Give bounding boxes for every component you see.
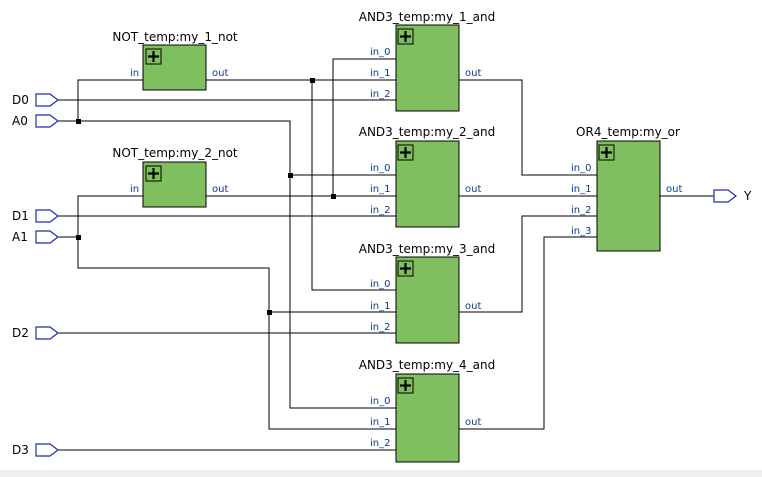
- pin-in2-label: in_2: [571, 205, 591, 216]
- junction-dot: [267, 310, 272, 315]
- block-not1[interactable]: NOT_temp:my_1_not in out: [112, 30, 238, 91]
- block-and4[interactable]: AND3_temp:my_4_and in_0 in_1 in_2 out: [359, 358, 496, 463]
- output-port-icon: [713, 189, 737, 203]
- input-port-d3[interactable]: D3: [12, 443, 59, 457]
- pin-in2-label: in_2: [370, 438, 390, 449]
- input-port-d2[interactable]: D2: [12, 326, 59, 340]
- block-title: NOT_temp:my_2_not: [112, 146, 238, 160]
- pin-in0-label: in_0: [370, 279, 390, 290]
- block-title: AND3_temp:my_3_and: [359, 242, 496, 256]
- bottom-scroll-strip: [0, 470, 762, 477]
- port-label: D2: [12, 326, 29, 340]
- pin-out-label: out: [465, 417, 481, 428]
- input-port-icon: [35, 93, 59, 107]
- block-title: OR4_temp:my_or: [576, 125, 680, 139]
- block-title: AND3_temp:my_1_and: [359, 10, 496, 24]
- wire-a1-and4: [268, 312, 396, 430]
- expand-plus-icon[interactable]: [598, 144, 615, 161]
- pin-in-label: in: [130, 184, 139, 195]
- input-port-a1[interactable]: A1: [12, 230, 59, 244]
- wires: [58, 58, 714, 451]
- input-port-a0[interactable]: A0: [12, 114, 59, 128]
- input-port-d1[interactable]: D1: [12, 209, 59, 223]
- pin-out-label: out: [666, 184, 682, 195]
- pin-in2-label: in_2: [370, 205, 390, 216]
- expand-plus-icon[interactable]: [145, 165, 162, 182]
- wire-not2-and1: [332, 58, 396, 196]
- input-port-icon: [35, 326, 59, 340]
- port-label: A1: [12, 230, 28, 244]
- pin-in0-label: in_0: [370, 396, 390, 407]
- pin-in0-label: in_0: [571, 163, 591, 174]
- port-label: Y: [743, 189, 752, 203]
- input-port-d0[interactable]: D0: [12, 93, 59, 107]
- block-and3[interactable]: AND3_temp:my_3_and in_0 in_1 in_2 out: [359, 242, 496, 344]
- pin-in3-label: in_3: [571, 226, 591, 237]
- block-title: NOT_temp:my_1_not: [112, 30, 238, 44]
- input-port-icon: [35, 209, 59, 223]
- output-port-y[interactable]: Y: [713, 189, 752, 203]
- port-label: D1: [12, 209, 29, 223]
- pin-in1-label: in_1: [370, 184, 390, 195]
- junction-dot: [76, 235, 81, 240]
- pin-in0-label: in_0: [370, 47, 390, 58]
- expand-plus-icon[interactable]: [397, 144, 414, 161]
- wire-a0-and4: [289, 175, 396, 409]
- block-and2[interactable]: AND3_temp:my_2_and in_0 in_1 in_2 out: [359, 125, 496, 228]
- input-port-icon: [35, 443, 59, 457]
- wire-a1-main: [77, 237, 396, 313]
- pin-out-label: out: [212, 184, 228, 195]
- pin-in1-label: in_1: [370, 417, 390, 428]
- wire-not1-and3: [311, 80, 396, 291]
- input-port-icon: [35, 230, 59, 244]
- wire-and4-or: [459, 236, 597, 430]
- block-and1[interactable]: AND3_temp:my_1_and in_0 in_1 in_2 out: [359, 10, 496, 112]
- pin-in1-label: in_1: [370, 301, 390, 312]
- junctions: [76, 78, 336, 315]
- expand-plus-icon[interactable]: [397, 260, 414, 277]
- pin-in1-label: in_1: [370, 68, 390, 79]
- wire-and3-or: [459, 215, 597, 313]
- pin-in0-label: in_0: [370, 163, 390, 174]
- junction-dot: [310, 78, 315, 83]
- block-not2[interactable]: NOT_temp:my_2_not in out: [112, 146, 238, 208]
- pin-out-label: out: [212, 68, 228, 79]
- pin-out-label: out: [465, 301, 481, 312]
- pin-out-label: out: [465, 68, 481, 79]
- wire-and1-or: [459, 79, 597, 176]
- expand-plus-icon[interactable]: [145, 48, 162, 65]
- input-port-icon: [35, 114, 59, 128]
- pin-in1-label: in_1: [571, 184, 591, 195]
- pin-in-label: in: [130, 68, 139, 79]
- port-label: D3: [12, 443, 29, 457]
- port-label: A0: [12, 114, 28, 128]
- block-title: AND3_temp:my_2_and: [359, 125, 496, 139]
- junction-dot: [331, 194, 336, 199]
- block-title: AND3_temp:my_4_and: [359, 358, 496, 372]
- pin-in2-label: in_2: [370, 322, 390, 333]
- pin-in2-label: in_2: [370, 89, 390, 100]
- port-label: D0: [12, 93, 29, 107]
- expand-plus-icon[interactable]: [397, 377, 414, 394]
- pin-out-label: out: [465, 184, 481, 195]
- expand-plus-icon[interactable]: [397, 28, 414, 45]
- wire-a0-not1: [58, 79, 143, 122]
- block-or[interactable]: OR4_temp:my_or in_0 in_1 in_2 in_3 out: [571, 125, 682, 252]
- junction-dot: [288, 173, 293, 178]
- junction-dot: [76, 119, 81, 124]
- wire-a0-main: [78, 120, 396, 176]
